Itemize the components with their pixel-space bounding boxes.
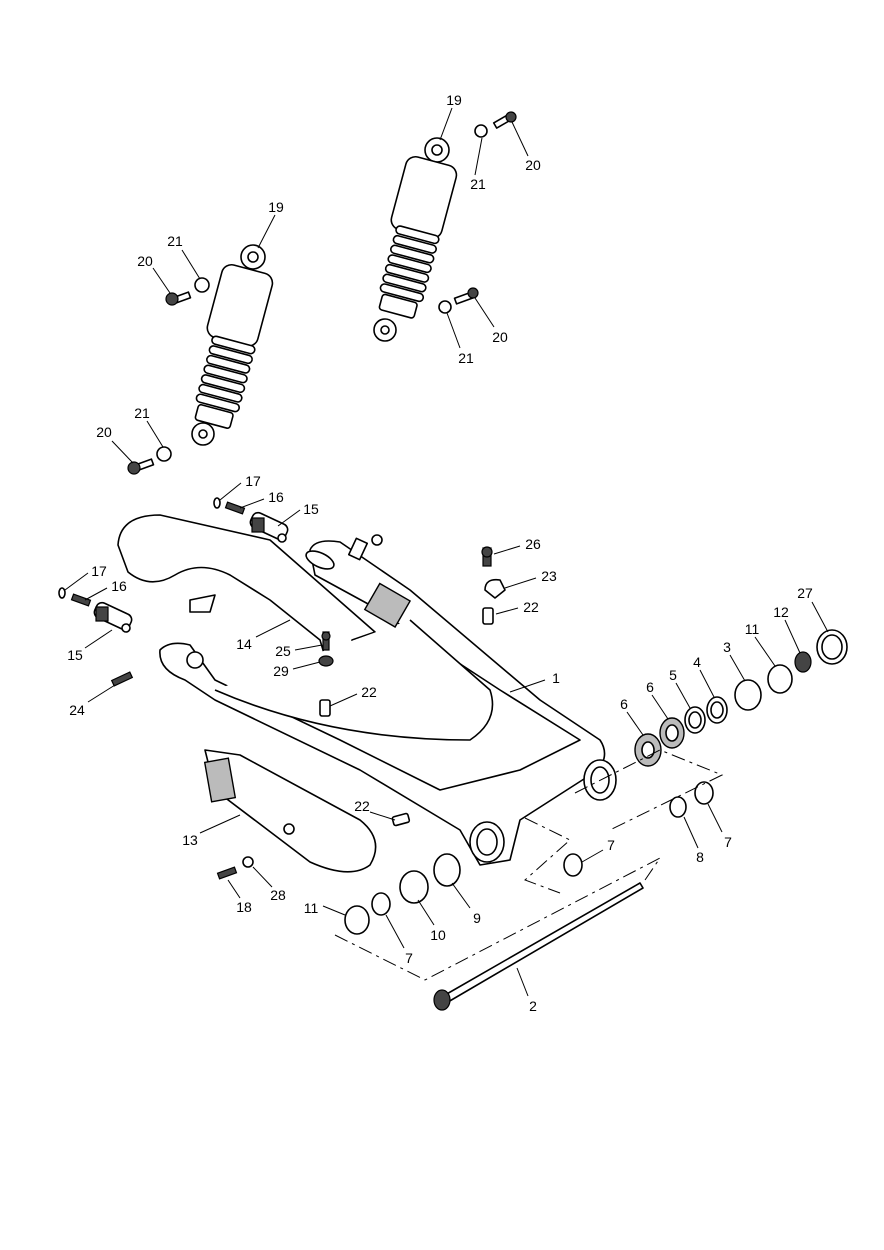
- callout: 20: [137, 253, 153, 269]
- callout: 16: [268, 489, 284, 505]
- shock-fasteners: [127, 111, 517, 475]
- callout: 26: [525, 536, 541, 552]
- alignment-lines: [334, 749, 724, 981]
- callout: 14: [236, 636, 252, 652]
- callout: 13: [182, 832, 198, 848]
- callout: 10: [430, 927, 446, 943]
- callout: 17: [91, 563, 107, 579]
- callout: 17: [245, 473, 261, 489]
- callout: 11: [745, 621, 760, 637]
- callout: 20: [525, 157, 541, 173]
- callout: 4: [693, 654, 701, 670]
- callout: 8: [696, 849, 704, 865]
- chain-guard-bracket: [189, 594, 216, 613]
- pivot-parts: [344, 629, 848, 935]
- callout: 7: [607, 837, 615, 853]
- callout: 28: [270, 887, 286, 903]
- callout: 2: [529, 998, 537, 1014]
- callout: 12: [773, 604, 789, 620]
- chain-slipper: [204, 749, 377, 873]
- callout: 22: [354, 798, 370, 814]
- callout: 22: [523, 599, 539, 615]
- callout: 11: [304, 900, 319, 916]
- callout: 1: [552, 670, 560, 686]
- callout: 19: [268, 199, 284, 215]
- callout: 3: [723, 639, 731, 655]
- callout: 21: [167, 233, 183, 249]
- callout: 7: [405, 950, 413, 966]
- callout: 27: [797, 585, 813, 601]
- callout: 6: [646, 679, 654, 695]
- callout: 16: [111, 578, 127, 594]
- callout: 21: [458, 350, 474, 366]
- callout: 6: [620, 696, 628, 712]
- chain-adjusters: [58, 497, 289, 633]
- swingarm-spindle: [433, 882, 644, 1011]
- callout-numbers: 19 19 20 21 21 20 20 21 21 20 17 16 15 1…: [67, 92, 813, 1014]
- callout: 18: [236, 899, 252, 915]
- callout: 29: [273, 663, 289, 679]
- callout: 25: [275, 643, 291, 659]
- callout: 21: [470, 176, 486, 192]
- callout: 24: [69, 702, 85, 718]
- callout: 7: [724, 834, 732, 850]
- callout: 23: [541, 568, 557, 584]
- callout: 20: [96, 424, 112, 440]
- callout: 15: [303, 501, 319, 517]
- callout: 15: [67, 647, 83, 663]
- shock-absorber-left: [191, 244, 274, 446]
- callout: 20: [492, 329, 508, 345]
- callout: 5: [669, 667, 677, 683]
- callout: 22: [361, 684, 377, 700]
- swinging-arm: [159, 534, 617, 866]
- callout: 19: [446, 92, 462, 108]
- callout: 21: [134, 405, 150, 421]
- small-fasteners: [110, 546, 506, 880]
- chain-guard: [117, 514, 376, 691]
- shock-absorber-right: [373, 137, 458, 342]
- leader-lines: [64, 107, 829, 997]
- callout: 9: [473, 910, 481, 926]
